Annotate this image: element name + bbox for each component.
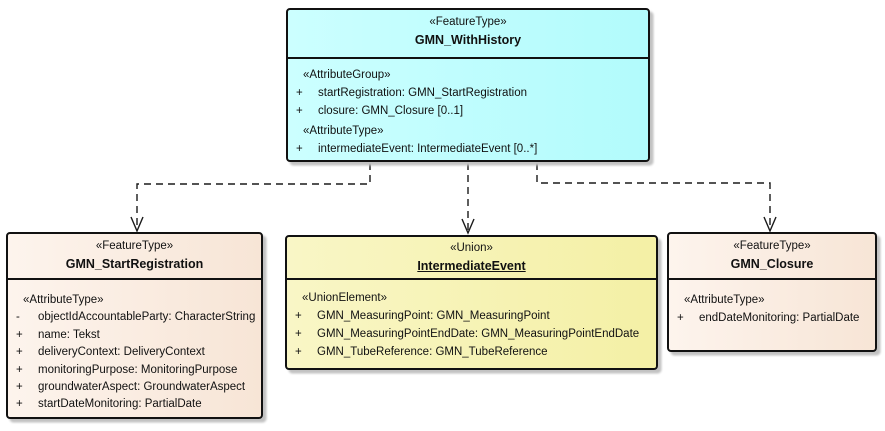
attribute-row: + GMN_MeasuringPointEndDate: GMN_Measuri… <box>287 325 656 343</box>
class-name: IntermediateEvent <box>417 259 526 273</box>
open-arrowhead-icon <box>461 218 475 235</box>
visibility-symbol: + <box>16 380 23 393</box>
attribute-text: endDateMonitoring: PartialDate <box>699 312 860 324</box>
class-title: «FeatureType» GMN_WithHistory <box>288 10 648 57</box>
open-arrowhead-icon <box>763 216 777 233</box>
attribute-row: + GMN_MeasuringPoint: GMN_MeasuringPoint <box>287 307 656 325</box>
class-gmn-withhistory[interactable]: «FeatureType» GMN_WithHistory «Attribute… <box>286 8 650 162</box>
class-title: «FeatureType» GMN_StartRegistration <box>8 234 261 278</box>
attribute-row: + startDateMonitoring: PartialDate <box>8 396 261 413</box>
visibility-symbol: + <box>16 363 23 376</box>
class-name: GMN_WithHistory <box>414 33 522 47</box>
connector-withhistory-to-closure[interactable] <box>536 163 777 233</box>
open-arrowhead-icon <box>130 216 144 233</box>
attribute-text: startRegistration: GMN_StartRegistration <box>318 87 527 99</box>
class-title: «FeatureType» GMN_Closure <box>669 234 875 278</box>
section-heading: «AttributeType» <box>303 125 384 137</box>
attributes-compartment: «AttributeType» - objectIdAccountablePar… <box>8 278 261 414</box>
class-stereotype: «Union» <box>450 242 493 254</box>
visibility-symbol: + <box>16 398 23 411</box>
attributes-compartment: «AttributeType» + endDateMonitoring: Par… <box>669 278 875 327</box>
attribute-row: + startRegistration: GMN_StartRegistrati… <box>288 84 648 102</box>
class-stereotype: «FeatureType» <box>429 16 507 28</box>
class-intermediateevent[interactable]: «Union» IntermediateEvent «UnionElement»… <box>285 235 658 370</box>
attribute-text: groundwaterAspect: GroundwaterAspect <box>38 380 246 393</box>
attribute-text: GMN_MeasuringPoint: GMN_MeasuringPoint <box>317 310 550 322</box>
visibility-symbol: + <box>295 310 302 322</box>
visibility-symbol: + <box>295 346 302 358</box>
attributes-compartment: «AttributeGroup» + startRegistration: GM… <box>288 57 648 158</box>
attribute-text: GMN_MeasuringPointEndDate: GMN_Measuring… <box>317 328 640 340</box>
class-name: GMN_Closure <box>730 257 814 271</box>
section-heading: «AttributeGroup» <box>303 69 391 81</box>
attribute-text: closure: GMN_Closure [0..1] <box>318 105 464 117</box>
attribute-row: + intermediateEvent: IntermediateEvent [… <box>288 140 648 158</box>
attribute-text: deliveryContext: DeliveryContext <box>38 346 205 359</box>
attribute-text: startDateMonitoring: PartialDate <box>38 398 202 411</box>
visibility-symbol: + <box>296 105 303 117</box>
class-name: GMN_StartRegistration <box>65 257 204 271</box>
attribute-text: GMN_TubeReference: GMN_TubeReference <box>317 346 548 358</box>
attribute-row: + GMN_TubeReference: GMN_TubeReference <box>287 343 656 361</box>
attribute-row: + deliveryContext: DeliveryContext <box>8 344 261 361</box>
section-heading: «UnionElement» <box>302 292 388 304</box>
visibility-symbol: + <box>677 312 684 324</box>
visibility-symbol: + <box>296 87 303 99</box>
attribute-row: + groundwaterAspect: GroundwaterAspect <box>8 379 261 396</box>
visibility-symbol: + <box>16 328 23 341</box>
attribute-row: + closure: GMN_Closure [0..1] <box>288 102 648 120</box>
attribute-row: + monitoringPurpose: MonitoringPurpose <box>8 362 261 379</box>
visibility-symbol: + <box>16 346 23 359</box>
attribute-text: name: Tekst <box>38 328 100 341</box>
attribute-text: monitoringPurpose: MonitoringPurpose <box>38 363 238 376</box>
attributes-compartment: «UnionElement» + GMN_MeasuringPoint: GMN… <box>287 278 656 361</box>
class-gmn-startregistration[interactable]: «FeatureType» GMN_StartRegistration «Att… <box>6 232 263 419</box>
section-heading: «AttributeType» <box>23 294 104 306</box>
class-stereotype: «FeatureType» <box>95 240 174 252</box>
visibility-symbol: + <box>295 328 302 340</box>
visibility-symbol: + <box>296 143 303 155</box>
class-title: «Union» IntermediateEvent <box>287 237 656 278</box>
attribute-text: objectIdAccountableParty: CharacterStrin… <box>38 311 256 324</box>
attribute-row: + name: Tekst <box>8 327 261 344</box>
class-stereotype: «FeatureType» <box>733 240 811 252</box>
connector-withhistory-to-startregistration[interactable] <box>130 163 371 233</box>
visibility-symbol: - <box>16 311 20 324</box>
class-gmn-closure[interactable]: «FeatureType» GMN_Closure «AttributeType… <box>667 232 877 352</box>
attribute-row: + endDateMonitoring: PartialDate <box>669 309 875 327</box>
attribute-row: - objectIdAccountableParty: CharacterStr… <box>8 309 261 326</box>
connector-withhistory-to-intermediateevent[interactable] <box>461 163 475 235</box>
attribute-text: intermediateEvent: IntermediateEvent [0.… <box>318 143 538 155</box>
section-heading: «AttributeType» <box>684 294 765 306</box>
